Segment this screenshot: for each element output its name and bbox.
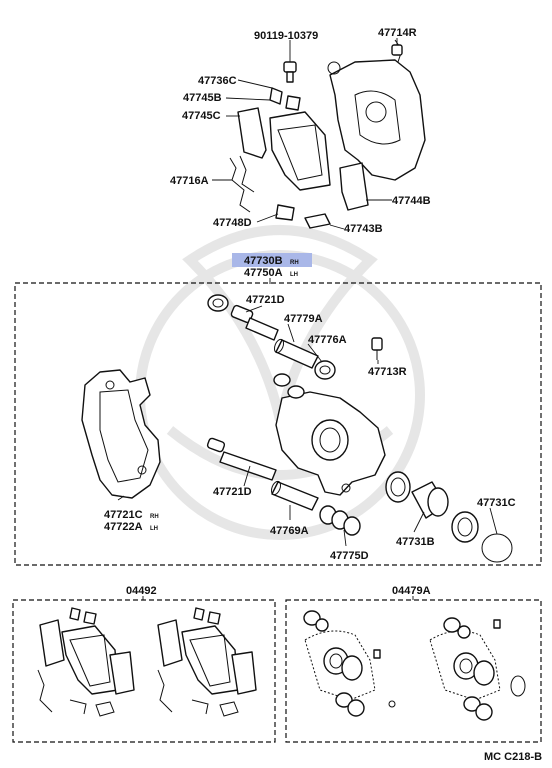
bolt-90119[interactable] — [283, 61, 297, 83]
bushing-47779A[interactable] — [273, 338, 319, 369]
bushing-47769A[interactable] — [270, 480, 319, 511]
top-assembly — [229, 39, 426, 229]
label-47730B-side: RH — [290, 260, 299, 266]
anti-squeal-shim[interactable] — [339, 162, 369, 211]
label-47745B: 47745B — [183, 92, 222, 104]
label-kit-04492[interactable]: 04492 — [126, 585, 157, 597]
label-47722A: 47722A — [104, 521, 143, 533]
middle-leader-lines — [117, 305, 498, 547]
label-47775D: 47775D — [330, 550, 369, 562]
label-47713R: 47713R — [368, 366, 407, 378]
diagram-code: MC C218-B — [484, 751, 542, 763]
caliper-assembly-parts — [81, 294, 513, 563]
seal-set-right[interactable] — [429, 617, 526, 721]
pad-kit-contents — [37, 607, 257, 717]
seal-set-left[interactable] — [303, 610, 396, 717]
label-47716A: 47716A — [170, 175, 209, 187]
pad-spring-47716A[interactable] — [229, 155, 255, 213]
piston-boot[interactable] — [451, 511, 479, 543]
brake-pad-inner[interactable] — [237, 107, 267, 159]
clip-47743B[interactable] — [304, 213, 331, 229]
slide-pin-bottom[interactable] — [206, 437, 277, 481]
label-47731C: 47731C — [477, 497, 516, 509]
caliper-body-top[interactable] — [327, 39, 426, 181]
label-90119-10379: 90119-10379 — [254, 30, 318, 42]
label-47748D: 47748D — [213, 217, 252, 229]
label-47769A: 47769A — [270, 525, 309, 537]
pad-set-left[interactable] — [37, 607, 135, 717]
boot-47775D[interactable] — [319, 505, 361, 536]
pad-set-right[interactable] — [157, 607, 257, 717]
pad-kit-box — [12, 599, 276, 743]
pad-clips-47736C[interactable] — [269, 87, 301, 111]
label-47776A: 47776A — [308, 334, 347, 346]
label-47750A-side: LH — [290, 272, 298, 278]
clip-47748D[interactable] — [275, 204, 295, 221]
label-kit-04479A[interactable]: 04479A — [392, 585, 431, 597]
label-47750A[interactable]: 47750A — [244, 267, 283, 279]
caliper-assembly-box — [14, 282, 542, 566]
label-47721D-top: 47721D — [246, 294, 285, 306]
label-47743B: 47743B — [344, 223, 383, 235]
label-47730B[interactable]: 47730B — [244, 255, 283, 267]
label-47731B: 47731B — [396, 536, 435, 548]
piston-seal-47731B[interactable] — [385, 471, 449, 519]
seal-kit-box — [285, 599, 542, 743]
bleeder-plug-top[interactable] — [391, 44, 403, 56]
label-47736C: 47736C — [198, 75, 237, 87]
label-47722A-side: LH — [150, 526, 158, 532]
slide-pin-top[interactable] — [230, 304, 279, 341]
boot-top[interactable] — [207, 294, 229, 312]
label-47745C: 47745C — [182, 110, 221, 122]
label-47721C: 47721C — [104, 509, 143, 521]
brake-pad-outer[interactable] — [269, 111, 331, 191]
top-leader-lines — [212, 38, 398, 230]
label-47721C-side: RH — [150, 514, 159, 520]
label-47721D-bottom: 47721D — [213, 486, 252, 498]
bleeder-plug-47713R[interactable] — [371, 337, 383, 360]
label-47744B: 47744B — [392, 195, 431, 207]
highlight-47730B — [232, 253, 312, 267]
label-47779A: 47779A — [284, 313, 323, 325]
boot-47776A[interactable] — [314, 360, 336, 380]
piston-ring-47731C[interactable] — [481, 533, 513, 563]
caliper-cylinder[interactable] — [273, 373, 386, 496]
label-47714R: 47714R — [378, 27, 417, 39]
seal-kit-contents — [303, 610, 526, 721]
mounting-bracket[interactable] — [81, 369, 161, 499]
